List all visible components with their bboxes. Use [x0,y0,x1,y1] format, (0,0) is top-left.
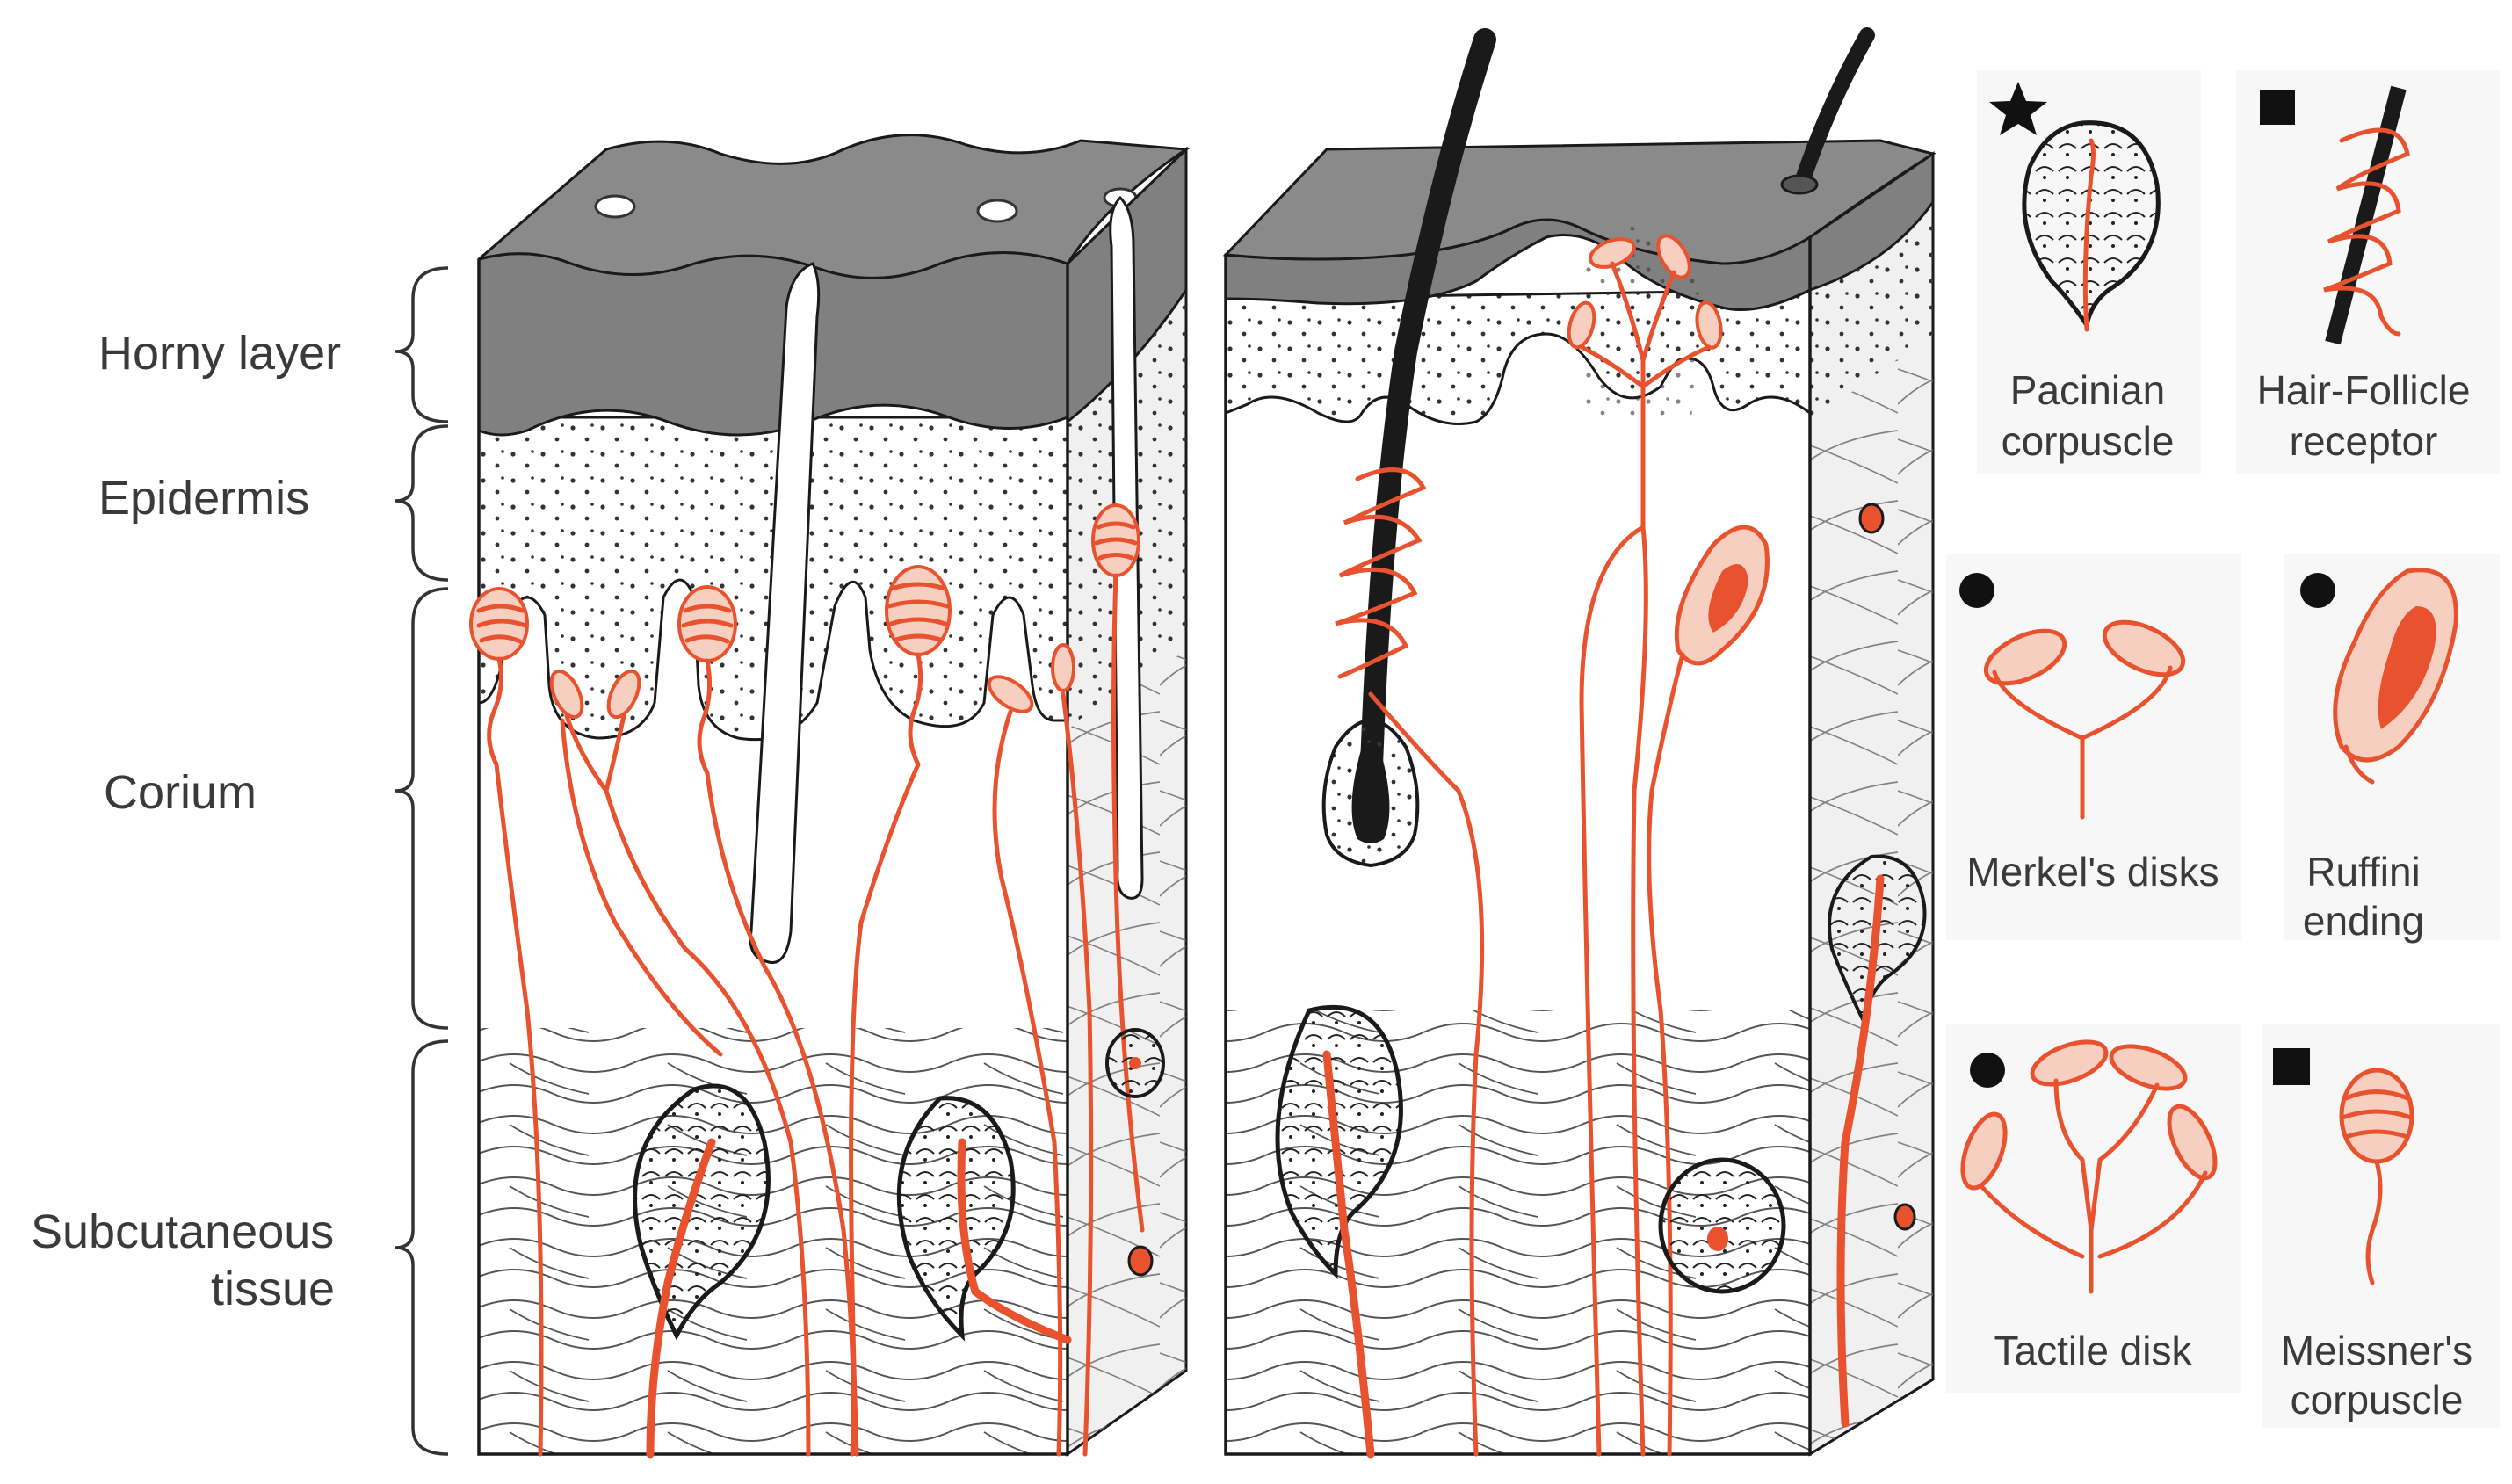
pacinian-corpuscle [896,1096,1072,1344]
merkel-disks [987,643,1075,713]
pacinian-corpuscle [1275,1004,1403,1459]
legend-label: Merkel's disks [1966,849,2219,894]
sweat-pore [594,194,636,219]
meissner-corpuscle [469,587,529,767]
meissner-corpuscle [1091,503,1140,577]
nerve-fiber [604,788,811,1457]
legend-label: receptor [2290,418,2438,464]
pacinian-corpuscle [633,1083,771,1459]
epidermis-layer [1224,288,1812,425]
legend-label: corpuscle [2002,418,2175,464]
label-epidermis: Epidermis [98,472,309,525]
side-horny-layer [1808,151,1935,293]
merkel-disks [549,669,641,793]
hair-follicle-receptor [1335,467,1485,1457]
pacinian-corpuscle-cross-section [1658,1157,1786,1294]
nerve-cross-section [1858,503,1916,1231]
nerve-fiber [849,762,921,1457]
bracket-subcutaneous [395,1039,449,1456]
pacinian-corpuscle-small [1105,1028,1165,1098]
hair [1321,28,1496,868]
nerve-fiber [992,709,1063,1457]
legend-ruffini-ending: Ruffini ending [2284,554,2500,944]
square-icon [2273,1048,2310,1085]
legend-tactile-disk: Tactile disk [1946,1024,2241,1393]
skin-block-glabrous [469,134,1191,1459]
nerve-fiber [560,718,723,1057]
block-outline [1224,237,1812,1456]
square-icon [2260,90,2295,125]
block-outline [477,259,1069,1456]
bracket-horny [395,266,449,423]
legend-label: corpuscle [2291,1377,2464,1422]
legend-label: Hair-Follicle [2257,367,2471,413]
nerve-fiber [1061,691,1094,1457]
legend-label: Meissner's [2281,1328,2472,1373]
meissner-corpuscle [885,565,952,767]
legend-merkels-disks: Merkel's disks [1946,554,2241,940]
bracket-epidermis [395,424,449,582]
circle-icon [1970,1053,2005,1088]
circle-icon [2300,573,2335,608]
bracket-corium [395,587,449,1030]
legend-label: ending [2303,898,2424,944]
legend-meissners-corpuscle: Meissner's corpuscle [2262,1024,2500,1428]
layer-labels: Horny layer Epidermis Corium Subcutaneou… [31,266,449,1456]
nerve-fiber [494,762,544,1457]
side-epidermis [1810,202,1933,422]
pacinian-corpuscle-side [1828,854,1927,1428]
legend-label: Ruffini [2306,849,2421,894]
star-icon [1989,82,2047,135]
nerve-fiber [1111,573,1145,1233]
hair [1780,27,1875,195]
label-subcutaneous: Subcutaneous [31,1205,334,1258]
legend-hair-follicle-receptor: Hair-Follicle receptor [2236,70,2500,474]
nerve-cross-section [1127,1245,1154,1277]
legend-label: Tactile disk [1994,1328,2193,1373]
horny-layer [477,251,1069,437]
label-horny-layer: Horny layer [98,327,341,380]
meissner-corpuscle [677,585,737,776]
receptor-legend: Pacinian corpuscle Hair-Follicle recepto… [1946,70,2500,1428]
legend-pacinian-corpuscle: Pacinian corpuscle [1977,70,2201,474]
tactile-disk [1567,227,1723,1457]
sweat-pore [976,199,1018,223]
label-corium: Corium [104,766,257,819]
label-tissue: tissue [211,1263,335,1315]
legend-label: Pacinian [2010,367,2165,413]
sweat-duct [749,262,821,965]
skin-block-hairy [1222,27,1936,1459]
circle-icon [1959,573,1994,608]
